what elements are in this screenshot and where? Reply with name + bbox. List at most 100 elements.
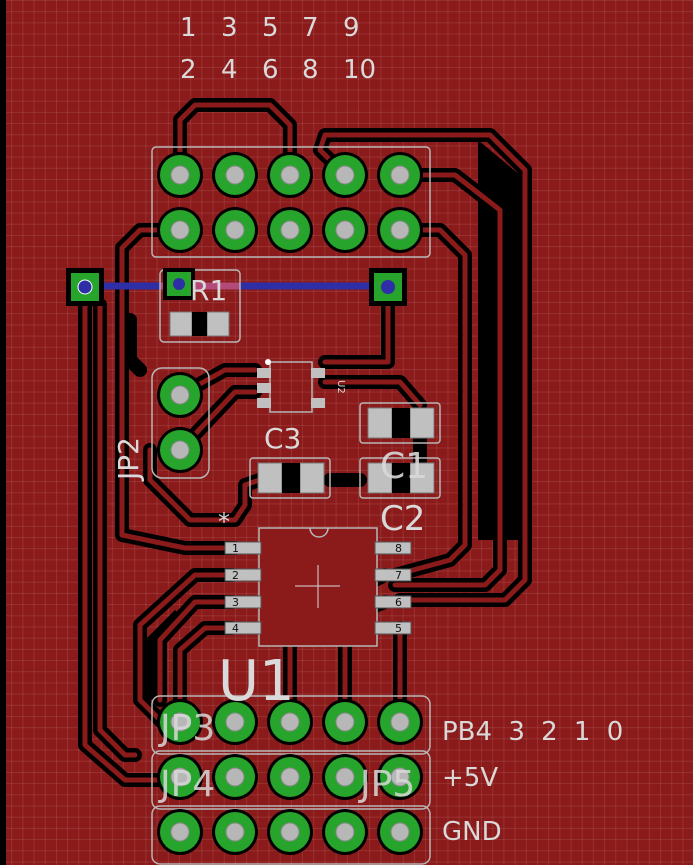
pin-label: 10	[343, 55, 376, 85]
connector-row1-label: PB4 3 2 1 0	[442, 717, 623, 747]
smd-pads	[169, 311, 435, 635]
connector-pad-drill	[225, 822, 245, 842]
jp5-label: JP5	[358, 764, 415, 805]
c1-label: C1	[380, 446, 428, 487]
c3-pad-1	[257, 462, 283, 494]
trace-core-jp-u2	[322, 287, 391, 365]
jp4-label: JP4	[158, 764, 215, 805]
jp3-outline	[151, 695, 431, 755]
u1-pin-num: 6	[395, 596, 402, 609]
jp2-label: JP2	[112, 437, 145, 482]
u1-pad-6	[374, 595, 412, 609]
c3-outline	[249, 457, 331, 499]
pin-label: 2	[180, 55, 197, 85]
jumper-pads	[66, 268, 407, 306]
u2-outline	[269, 361, 313, 413]
header-pad-drill	[390, 220, 410, 240]
component-designators: R1 JP2 U2 C3 C1 C2 * U1 JP3 JP4 JP5	[112, 274, 428, 805]
jp2-pad-drill	[170, 440, 190, 460]
trace-core-chip3	[157, 599, 235, 703]
connector-pad-drill	[390, 822, 410, 842]
trace-core-left	[119, 227, 238, 551]
c3-pad-2	[299, 462, 325, 494]
trace-core-right-inner	[392, 227, 468, 578]
connector-pad-drill	[225, 712, 245, 732]
trace-core-right-mid	[392, 172, 503, 588]
r1-label: R1	[190, 274, 227, 307]
u1-pad-7	[374, 568, 412, 582]
u2-pad-3	[257, 398, 271, 408]
pin-label: 1	[180, 13, 197, 43]
pin-label: 8	[302, 55, 319, 85]
header-pad-drill	[170, 165, 190, 185]
connector-pad-drill	[280, 822, 300, 842]
header-pin-numbers: 1 3 5 7 9 2 4 6 8 10	[180, 13, 376, 85]
jp5-outline	[151, 805, 431, 865]
u1-pin-num: 1	[232, 542, 239, 555]
header-pad-drill	[335, 165, 355, 185]
u1-crosshair	[295, 565, 340, 608]
u1-pad-8	[374, 541, 412, 555]
u2-pad-2	[257, 383, 271, 393]
c2-pad-2	[409, 407, 435, 439]
connector-pad-drill	[280, 712, 300, 732]
c1-body	[392, 463, 410, 493]
trace-core-u2-c2	[322, 379, 423, 408]
trace-core-chip4	[177, 625, 235, 723]
jp3-label: JP3	[158, 708, 215, 749]
u2-pad-1	[257, 368, 271, 378]
u1-label: U1	[218, 649, 295, 714]
c3-body	[282, 463, 300, 493]
jumper-pad-right-hole	[381, 280, 395, 294]
u1-notch	[309, 527, 329, 538]
trace-core-left-inner	[97, 302, 138, 758]
jumper-pad-left-hole	[77, 279, 93, 295]
trace-r1-down	[123, 313, 147, 377]
r1-pad-1	[169, 311, 193, 337]
connector-pad-drill	[280, 767, 300, 787]
jp2-outline	[151, 367, 210, 479]
connector-pad-drill	[335, 822, 355, 842]
header-outline	[151, 146, 431, 258]
board-edge	[0, 0, 6, 865]
c1-outline	[359, 457, 441, 499]
header-pad-drill	[335, 220, 355, 240]
header-pad-drill	[280, 220, 300, 240]
pin-label: 9	[343, 13, 360, 43]
trace-core-u2-jp2-b	[177, 389, 258, 453]
u1-pin1-marker: *	[218, 508, 230, 536]
r1-pad-2	[206, 311, 230, 337]
u1-pad-1	[224, 541, 262, 555]
u1-pin-num: 5	[395, 622, 402, 635]
c2-outline	[359, 402, 441, 444]
c1-pad-1	[367, 462, 393, 494]
trace-core-chip2	[137, 572, 235, 733]
connector-pad-drill	[390, 767, 410, 787]
c2-pad-1	[367, 407, 393, 439]
u2-pad-5	[311, 398, 325, 408]
ground-fill-left	[145, 610, 185, 700]
connector-pad-drill	[335, 767, 355, 787]
connector-pad-drill	[335, 712, 355, 732]
u2-label: U2	[335, 380, 346, 394]
c3-label: C3	[264, 422, 301, 455]
c2-body	[392, 408, 410, 438]
connector-pad-drill	[390, 712, 410, 732]
u1-pin-num: 8	[395, 542, 402, 555]
through-hole-pads	[157, 152, 423, 855]
u2-origin	[265, 359, 271, 365]
connector-pad-drill	[170, 767, 190, 787]
u1-pin-num: 7	[395, 569, 402, 582]
trace-core-jp2-chip	[147, 447, 268, 523]
jp4-outline	[151, 750, 431, 810]
connector-pad-drill	[170, 822, 190, 842]
pin-label: 4	[221, 55, 238, 85]
u1-pad-4	[224, 621, 262, 635]
pin-label: 3	[221, 13, 238, 43]
u1-pin-num: 4	[232, 622, 239, 635]
pin-label: 7	[302, 13, 319, 43]
connector-labels: PB4 3 2 1 0 +5V GND	[442, 717, 623, 847]
c2-label: C2	[380, 499, 425, 539]
